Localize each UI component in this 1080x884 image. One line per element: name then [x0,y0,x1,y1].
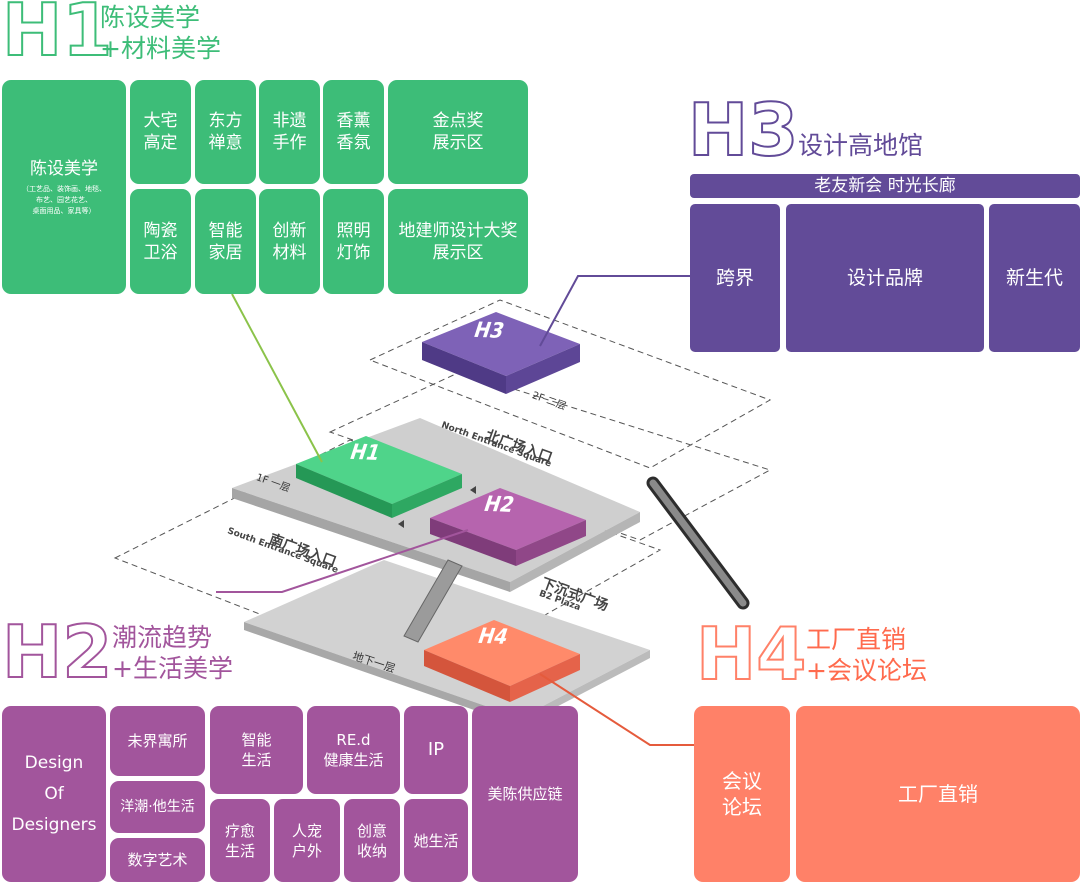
h2-tile: 数字艺术 [110,838,205,882]
h3-title: 设计高地馆 [798,131,924,160]
h1-tile: 陶瓷 卫浴 [130,189,191,294]
h1-main-sub: （工艺品、装饰画、地毯、 布艺、园艺花艺、 桌面用品、家具等） [22,184,106,215]
h4-tile: 会议 论坛 [694,706,790,882]
h3-tile: 新生代 [989,204,1080,352]
h4-title: 工厂直销 +会议论坛 [806,625,927,685]
h1-main-label: 陈设美学 [30,158,98,179]
h2-tile: 美陈供应链 [472,706,578,882]
leader-h3 [539,275,690,347]
h1-tile: 智能 家居 [195,189,256,294]
h1-tile: 非遗 手作 [259,80,320,184]
h1-code: H1 [1,0,113,72]
escalator-center [403,559,463,643]
arrow-marker [470,486,476,494]
h2-tile: 她生活 [404,799,468,882]
leader-h4 [539,673,694,746]
h1-tile: 东方 禅意 [195,80,256,184]
h4-code: H4 [695,612,807,696]
h1-tile: 创新 材料 [259,189,320,294]
h2-tile: IP [404,706,468,794]
h3-tile: 设计品牌 [786,204,984,352]
leader-h2 [216,529,469,593]
h2-title: 潮流趋势 +生活美学 [112,623,233,683]
h2-tile: 未界寓所 [110,706,205,776]
h1-tile: 照明 灯饰 [323,189,384,294]
h1-tile-main: 陈设美学 （工艺品、装饰画、地毯、 布艺、园艺花艺、 桌面用品、家具等） [2,80,126,294]
h3-code: H3 [687,88,799,172]
h4-tile: 工厂直销 [796,706,1080,882]
h2-tile: 洋潮·他生活 [110,781,205,833]
h2-tile: 人宠 户外 [274,799,340,882]
h1-title: 陈设美学 +材料美学 [100,3,221,63]
arrow-marker [398,520,404,528]
h1-tile: 地建师设计大奖 展示区 [388,189,528,294]
h1-tile: 香薰 香氛 [323,80,384,184]
h1-tile: 大宅 高定 [130,80,191,184]
h1-tile: 金点奖 展示区 [388,80,528,184]
leader-h1 [231,293,323,463]
h2-code: H2 [1,610,113,694]
h3-banner: 老友新会 时光长廊 [690,174,1080,198]
h2-tile: 疗愈 生活 [210,799,270,882]
h2-tile-dod: Design Of Designers [2,706,106,882]
floor-2f-outline [368,299,772,469]
h2-tile: RE.d 健康生活 [307,706,400,794]
h2-tile: 智能 生活 [210,706,303,794]
h3-banner-text: 老友新会 时光长廊 [814,176,956,196]
h3-tile: 跨界 [690,204,780,352]
h2-tile: 创意 收纳 [344,799,400,882]
